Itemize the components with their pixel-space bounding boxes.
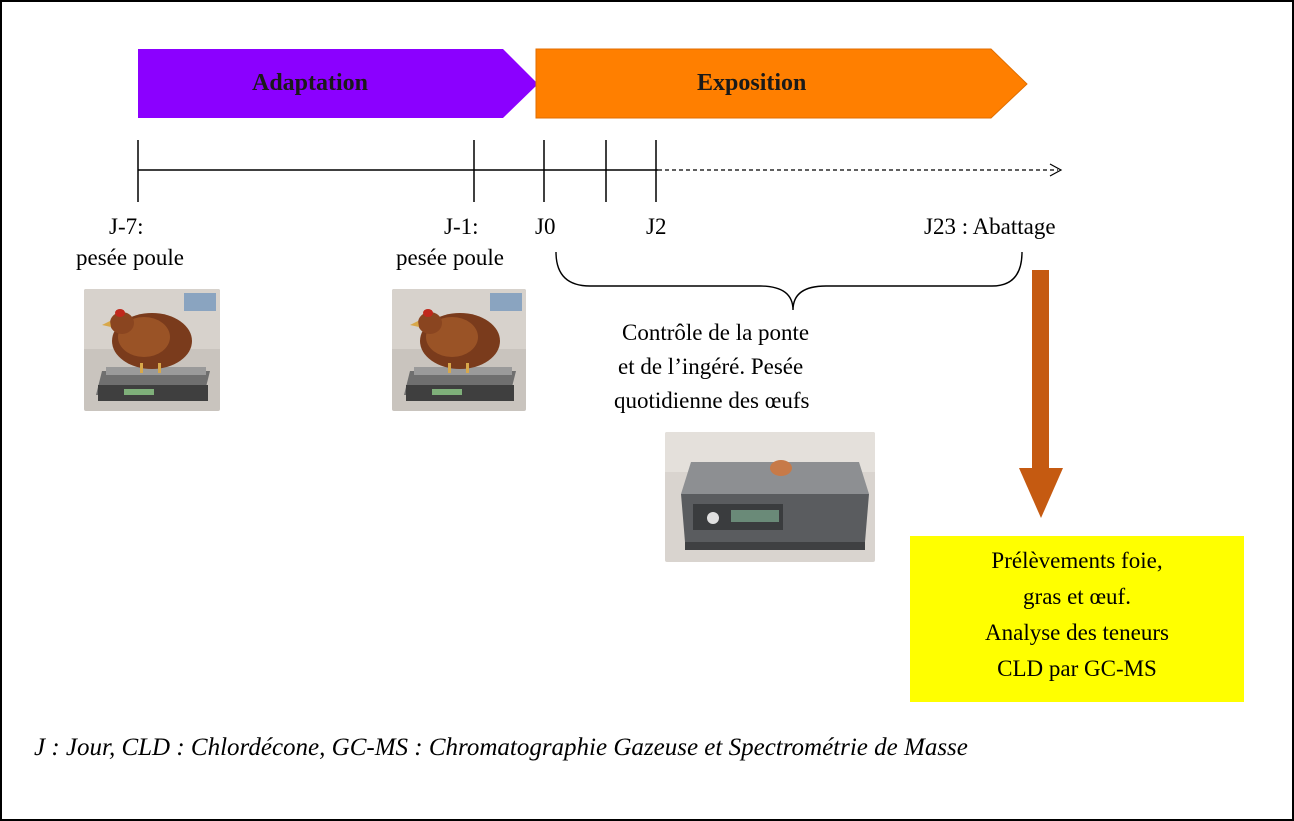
- sampling-text-line1: Prélèvements foie,: [991, 548, 1163, 573]
- weigh-label-1: pesée poule: [76, 245, 184, 270]
- exposition-phase-arrow: [535, 48, 1028, 119]
- exposure-period-brace: [555, 251, 1023, 311]
- day-label-j0: J0: [535, 214, 556, 239]
- adaptation-phase-arrow: [138, 49, 538, 118]
- hen-on-scale-photo-2: [392, 289, 526, 411]
- monitoring-text-line1: Contrôle de la ponte: [622, 320, 810, 345]
- weigh-label-2: pesée poule: [396, 245, 504, 270]
- hen-on-scale-photo-1: [84, 289, 220, 411]
- adaptation-label: Adaptation: [252, 70, 369, 96]
- day-label-j-minus-1: J-1:: [444, 214, 479, 239]
- exposition-label: Exposition: [697, 70, 807, 96]
- timeline-arrowhead: [1049, 163, 1063, 177]
- day-label-j2: J2: [646, 214, 667, 239]
- sampling-arrow-head: [1019, 468, 1063, 518]
- legend-caption: J : Jour, CLD : Chlordécone, GC-MS : Chr…: [34, 734, 968, 761]
- sampling-arrow-shaft: [1032, 270, 1049, 470]
- monitoring-text-line2: et de l’ingéré. Pesée: [618, 354, 804, 379]
- monitoring-text-line3: quotidienne des œufs: [614, 388, 810, 413]
- sampling-text-line4: CLD par GC-MS: [997, 656, 1157, 681]
- sampling-text-line2: gras et œuf.: [1023, 584, 1131, 609]
- egg-on-scale-photo: [665, 432, 875, 562]
- sampling-text-line3: Analyse des teneurs: [985, 620, 1169, 645]
- day-label-j23: J23 : Abattage: [924, 214, 1056, 239]
- sampling-box: Prélèvements foie, gras et œuf. Analyse …: [910, 536, 1244, 702]
- day-label-j-minus-7: J-7:: [109, 214, 144, 239]
